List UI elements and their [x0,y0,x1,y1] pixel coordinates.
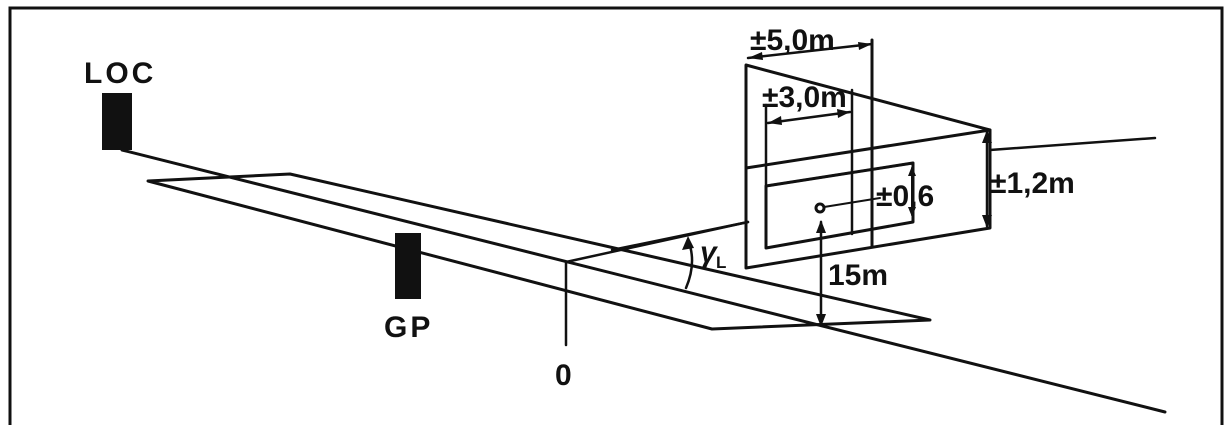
height-outer-label: ±1,2m [990,167,1075,200]
gp-antenna [395,233,421,299]
outer-tolerance-plane [744,63,992,270]
origin-label: 0 [555,359,572,392]
target-leader [823,197,881,208]
height-inner-arrow-top [908,166,916,176]
outer-plane-mid-line [744,128,992,170]
height-arrow-bottom [816,314,826,327]
height-arrow-top [816,220,826,233]
runway-outline [146,172,932,331]
angle-subscript: L [716,253,726,272]
width-outer-arrow-left [748,52,763,60]
width-inner-arrow-left [768,116,782,125]
width-outer-dimension [746,42,874,60]
target-point [814,202,826,214]
gp-label: GP [384,311,433,344]
width-outer-arrow-right [858,42,872,50]
width-outer-label: ±5,0m [750,24,835,57]
height-outer-extension [988,136,1157,152]
angle-symbol: γ [700,236,719,269]
width-inner-dimension [766,110,852,125]
loc-label: LOC [84,57,156,90]
height-outer-arrow-top [982,130,992,143]
height-label: 15m [828,259,888,292]
height-inner-arrow-bottom [908,207,916,217]
inner-box-top-line [764,161,915,188]
width-inner-arrow-right [837,109,850,118]
loc-antenna [102,93,132,150]
centerline [120,148,1167,414]
width-inner-label: ±3,0m [762,81,847,114]
diagram-frame [8,6,1224,425]
reference-plane-top [610,220,750,252]
height-outer-arrow-bottom [982,215,992,228]
height-inner-label: ±0,6 [876,180,934,213]
angle-arrow-head [682,236,694,250]
